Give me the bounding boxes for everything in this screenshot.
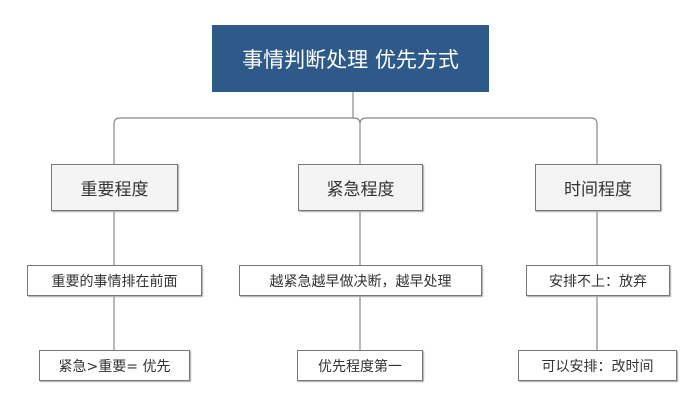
- node-time-child-1: 安排不上：放弃: [526, 265, 670, 296]
- node-importance: 重要程度: [51, 164, 178, 211]
- horizontal-connector: [113, 117, 598, 164]
- node-urgency-child-2: 优先程度第一: [297, 350, 423, 381]
- node-importance-child-1: 重要的事情排在前面: [27, 265, 202, 296]
- node-time: 时间程度: [535, 164, 661, 211]
- node-urgency-child-1: 越紧急越早做决断，越早处理: [239, 265, 482, 296]
- node-importance-child-2: 紧急>重要= 优先: [39, 350, 190, 381]
- node-urgency: 紧急程度: [298, 164, 423, 211]
- root-node: 事情判断处理 优先方式: [212, 25, 489, 92]
- node-time-child-2: 可以安排：改时间: [518, 350, 677, 381]
